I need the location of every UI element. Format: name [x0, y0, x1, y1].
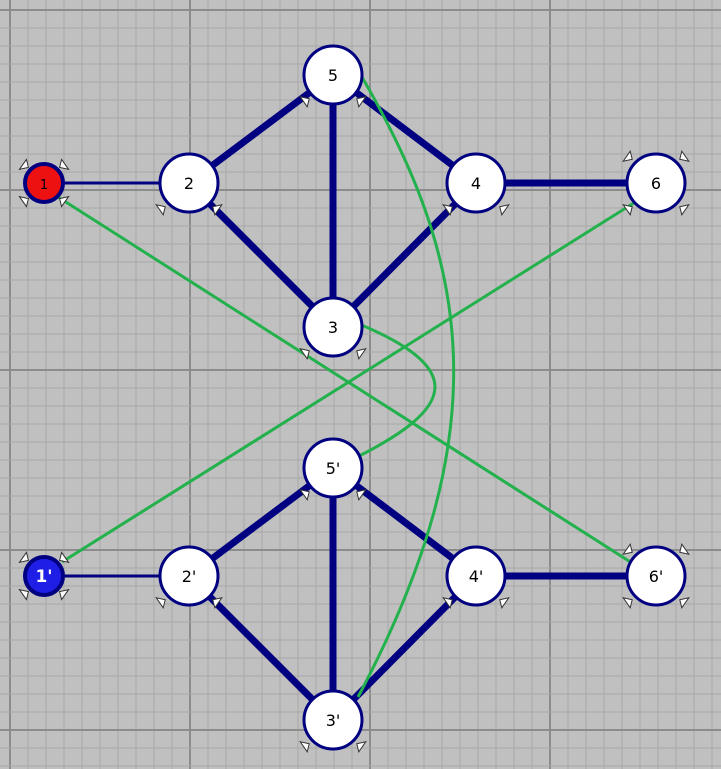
matching-edge-6-1p [61, 199, 638, 564]
node-circle [625, 545, 687, 607]
node-label: 3' [326, 711, 341, 730]
node-circle [23, 555, 65, 597]
node-3p[interactable]: 3' [299, 689, 367, 753]
node-label: 6' [649, 567, 664, 586]
node-circle [302, 437, 364, 499]
node-pointer-icon [442, 597, 453, 609]
node-5p[interactable]: 5' [299, 437, 367, 501]
node-4[interactable]: 4 [442, 152, 510, 216]
matching-edge-1-6p [57, 195, 633, 565]
node-label: 2' [182, 567, 197, 586]
matching-edge-3-5p [358, 322, 437, 458]
node-pointer-icon [679, 543, 690, 555]
edge-2p-3p [186, 573, 336, 723]
node-circle [445, 545, 507, 607]
node-pointer-icon [679, 150, 690, 162]
node-pointer-icon [18, 551, 30, 564]
node-pointer-icon [299, 348, 310, 360]
node-circle [445, 152, 507, 214]
node-2[interactable]: 2 [155, 152, 223, 216]
node-label: 4' [469, 567, 484, 586]
node-label: 4 [471, 174, 481, 193]
node-pointer-icon [679, 204, 690, 216]
node-pointer-icon [356, 489, 367, 501]
node-pointer-icon [58, 588, 70, 601]
node-label: 6 [651, 174, 661, 193]
node-circle [625, 152, 687, 214]
node-1[interactable]: 1 [18, 158, 70, 208]
node-pointer-icon [58, 158, 70, 171]
node-pointer-icon [499, 597, 510, 609]
node-pointer-icon [58, 551, 70, 564]
node-pointer-icon [356, 96, 367, 108]
node-label: 1' [35, 567, 52, 587]
node-pointer-icon [18, 195, 30, 208]
matching-edge-5-3p [356, 71, 456, 698]
node-pointer-icon [356, 741, 367, 753]
node-circle [158, 152, 220, 214]
node-label: 5' [326, 459, 341, 478]
node-pointer-icon [299, 489, 310, 501]
node-pointer-icon [622, 150, 633, 162]
node-pointer-icon [155, 597, 166, 609]
node-pointer-icon [622, 543, 633, 555]
node-5[interactable]: 5 [299, 44, 367, 108]
node-pointer-icon [212, 204, 223, 216]
node-3[interactable]: 3 [299, 296, 367, 360]
node-pointer-icon [356, 348, 367, 360]
node-6p[interactable]: 6' [622, 543, 690, 609]
node-label: 2 [184, 174, 194, 193]
node-1p[interactable]: 1' [18, 551, 70, 601]
node-label: 5 [328, 66, 338, 85]
node-pointer-icon [18, 158, 30, 171]
node-pointer-icon [299, 741, 310, 753]
node-label: 1 [40, 178, 48, 193]
node-circle [23, 162, 65, 204]
node-pointer-icon [58, 195, 70, 208]
node-pointer-icon [499, 204, 510, 216]
node-pointer-icon [18, 588, 30, 601]
node-circle [302, 689, 364, 751]
node-label: 3 [328, 318, 338, 337]
node-6[interactable]: 6 [622, 150, 690, 216]
node-pointer-icon [212, 597, 223, 609]
graph-nodes: 1 2 3 4 5 6 1' 2' 3' 4' 5' 6' [18, 44, 690, 753]
node-pointer-icon [155, 204, 166, 216]
matching-edges [57, 71, 638, 698]
node-pointer-icon [442, 204, 453, 216]
node-pointer-icon [299, 96, 310, 108]
node-pointer-icon [622, 204, 633, 216]
node-pointer-icon [622, 597, 633, 609]
node-4p[interactable]: 4' [442, 545, 510, 609]
node-pointer-icon [679, 597, 690, 609]
node-2p[interactable]: 2' [155, 545, 223, 609]
node-circle [158, 545, 220, 607]
node-circle [302, 296, 364, 358]
node-circle [302, 44, 364, 106]
edge-2-3 [186, 180, 336, 330]
